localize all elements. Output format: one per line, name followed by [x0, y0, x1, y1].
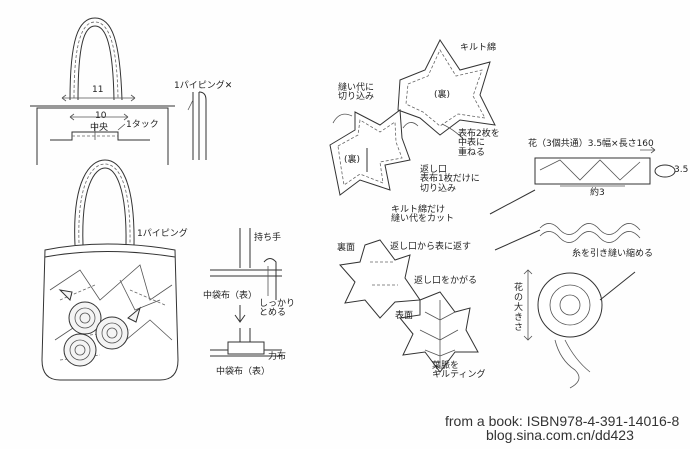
rose-flowers [58, 289, 141, 367]
flower-size-label: 花の大きさ [514, 283, 524, 333]
watermark-blog: blog.sina.com.cn/dd423 [486, 427, 634, 443]
vein-quilt-label: 葉脈を キルティング [432, 361, 486, 381]
center-label: 中央 [90, 123, 109, 133]
turn-out-label: 返し口から表に返す [390, 242, 472, 252]
back-side-label: 裏面 [337, 243, 356, 253]
dim-10-label: 10 [95, 111, 107, 121]
gather-label: 糸を引き縫い縮める [572, 249, 654, 259]
leaf-back-side [339, 239, 421, 319]
flower-construction [489, 146, 676, 389]
flower-spec-label: 花（3個共通）3.5幅×長さ160 [528, 139, 654, 149]
watermark-source: from a book: ISBN978-4-391-14016-8 [445, 413, 680, 429]
dim-11-label: 11 [92, 85, 104, 95]
leaf-front-side [399, 291, 479, 373]
approx3-label: 約3 [590, 188, 605, 198]
secure-label: しっかり とめる [259, 299, 296, 319]
inner-bag-label: 中袋布（表） [203, 291, 258, 301]
tuck-label: 1タック [126, 120, 159, 130]
piping-bag-label: 1パイピング [137, 229, 188, 239]
stitch-closed-label: 返し口をかがる [414, 276, 478, 286]
return-notch-label: 返し口 表布1枚だけに 切り込み [420, 165, 480, 194]
inner-bag-front-label: 中袋布（表） [216, 367, 271, 377]
bag-top-construction [30, 17, 207, 165]
piping-x-mark: ✕ [224, 81, 233, 91]
leaf-pieces [329, 39, 496, 196]
handle-label: 持ち手 [254, 233, 282, 243]
reinforce-label: 力布 [268, 352, 287, 362]
finished-bag [41, 159, 179, 381]
back-label-1: (裏) [344, 155, 361, 165]
piping-top-label: 1パイピング✕ [174, 81, 233, 91]
batting-cut-label: キルト綿だけ 縫い代をカット [391, 205, 455, 225]
dim-35-label: 3.5 [674, 165, 689, 175]
seam-notch-label: 縫い代に 切り込み [338, 83, 375, 103]
back-label-2: (裏) [434, 90, 451, 100]
layer-note-label: 表布2枚を 中表に 重ねる [458, 129, 500, 158]
front-side-label: 表面 [395, 311, 414, 321]
handle-attach-detail [210, 228, 282, 357]
batting-label: キルト綿 [460, 43, 497, 53]
